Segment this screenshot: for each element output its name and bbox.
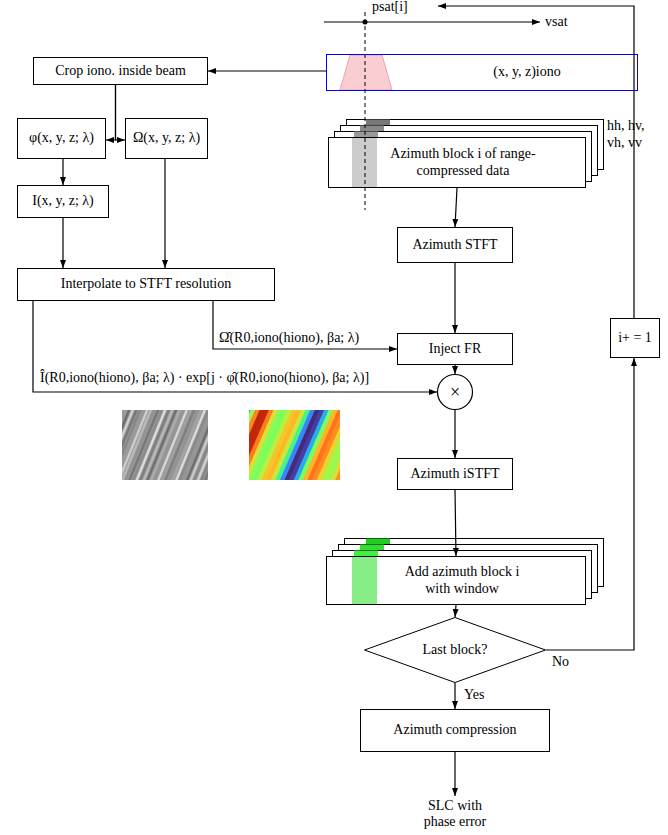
process-box: Crop iono. inside beam <box>33 57 208 85</box>
node-label: Azimuth block i of range-compressed data <box>381 146 546 178</box>
intensity-box: I(x, y, z; λ) <box>17 185 109 218</box>
ionosphere-box: (x, y, z)iono <box>326 54 638 91</box>
node-label: (x, y, z)iono <box>493 64 561 80</box>
node-text-group: × <box>450 382 460 403</box>
process-box: Azimuth compression <box>360 709 550 752</box>
velocity-axis <box>324 21 540 22</box>
process-box: Interpolate to STFT resolution <box>17 268 275 301</box>
node-text-group: Azimuth compression <box>393 722 516 738</box>
node-text-group: Ω(x, y, z; λ) <box>133 130 200 146</box>
satellite-dot <box>363 20 368 25</box>
connector-arrow <box>455 188 457 227</box>
position-label: psat[i] <box>372 0 408 16</box>
connector-arrow <box>546 358 634 650</box>
node-text-group: Add azimuth block i with window <box>392 564 532 596</box>
output-text: SLC with phase error <box>415 796 495 832</box>
node-label: Crop iono. inside beam <box>55 63 186 79</box>
connector-arrow <box>455 490 456 556</box>
multiply-circle: × <box>437 374 473 410</box>
node-text-group: (x, y, z)iono <box>493 64 561 80</box>
node-text-group: i+ = 1 <box>618 330 652 346</box>
connector-arrow <box>164 159 165 268</box>
connector-arrow <box>116 85 126 140</box>
connector-arrow <box>33 301 437 392</box>
connector-arrow <box>213 301 397 349</box>
node-label: I(x, y, z; λ) <box>32 193 93 209</box>
process-box: Inject FR <box>397 333 513 365</box>
process-box: Azimuth iSTFT <box>397 458 513 490</box>
edge-label: Î(R0,iono(hiono), βa; λ) · exp[j · φ̂(R0… <box>38 370 371 387</box>
node-text-group: Azimuth block i of range-compressed data <box>381 146 546 178</box>
connector-arrow <box>106 85 116 140</box>
output-stack <box>327 539 604 605</box>
phase-image-stripes <box>249 410 340 480</box>
beam-footprint <box>340 55 392 90</box>
node-label: Azimuth compression <box>393 722 516 738</box>
velocity-label: vsat <box>545 14 568 31</box>
node-label: Add azimuth block i with window <box>392 564 532 596</box>
polarisation-label: hh, hv, vh, vv <box>607 118 661 152</box>
connector-arrow <box>62 218 63 268</box>
rotation-box: Ω(x, y, z; λ) <box>125 118 208 159</box>
node-text-group: Last block? <box>423 642 488 658</box>
output-stack: Add azimuth block i with window <box>326 556 586 605</box>
node-label: Azimuth STFT <box>412 237 497 253</box>
node-label: SLC with phase error <box>415 798 495 830</box>
connector-arrow <box>454 263 455 333</box>
node-label: Ω(x, y, z; λ) <box>133 130 200 146</box>
node-label: Inject FR <box>429 341 482 357</box>
azimuth-position-line <box>365 12 366 210</box>
process-box: Azimuth STFT <box>397 227 513 263</box>
node-label: Last block? <box>423 642 488 658</box>
edge-label: Ω̂(R0,iono(hiono), βa; λ) <box>217 330 361 347</box>
node-text-group: Azimuth STFT <box>412 237 497 253</box>
edge-label: No <box>550 654 571 671</box>
node-label: Azimuth iSTFT <box>410 466 499 482</box>
connector-arrow <box>454 365 455 374</box>
decision-diamond: Last block? <box>364 617 546 683</box>
node-label: × <box>450 382 460 403</box>
node-text-group: φ(x, y, z; λ) <box>29 130 94 146</box>
node-text-group: Crop iono. inside beam <box>55 63 186 79</box>
connector-arrow <box>454 752 455 796</box>
connector-arrow <box>62 159 63 185</box>
node-text-group: Inject FR <box>429 341 482 357</box>
node-text-group: SLC with phase error <box>415 798 495 830</box>
connector-arrow <box>454 410 455 458</box>
data-block-stack: Azimuth block i of range-compressed data <box>328 137 586 188</box>
node-label: φ(x, y, z; λ) <box>29 130 94 146</box>
data-stack <box>329 120 604 188</box>
node-text-group: Azimuth iSTFT <box>410 466 499 482</box>
node-text-group: Interpolate to STFT resolution <box>61 276 231 292</box>
counter-box: i+ = 1 <box>610 318 660 358</box>
connector-arrow <box>455 605 456 617</box>
node-label: Interpolate to STFT resolution <box>61 276 231 292</box>
node-text-group: I(x, y, z; λ) <box>32 193 93 209</box>
edge-label: Yes <box>462 687 486 704</box>
phase-box: φ(x, y, z; λ) <box>17 118 106 159</box>
connector-arrow <box>454 683 455 709</box>
amplitude-image-stripes <box>122 410 208 480</box>
node-label: i+ = 1 <box>618 330 652 346</box>
connector-arrow <box>208 70 326 71</box>
